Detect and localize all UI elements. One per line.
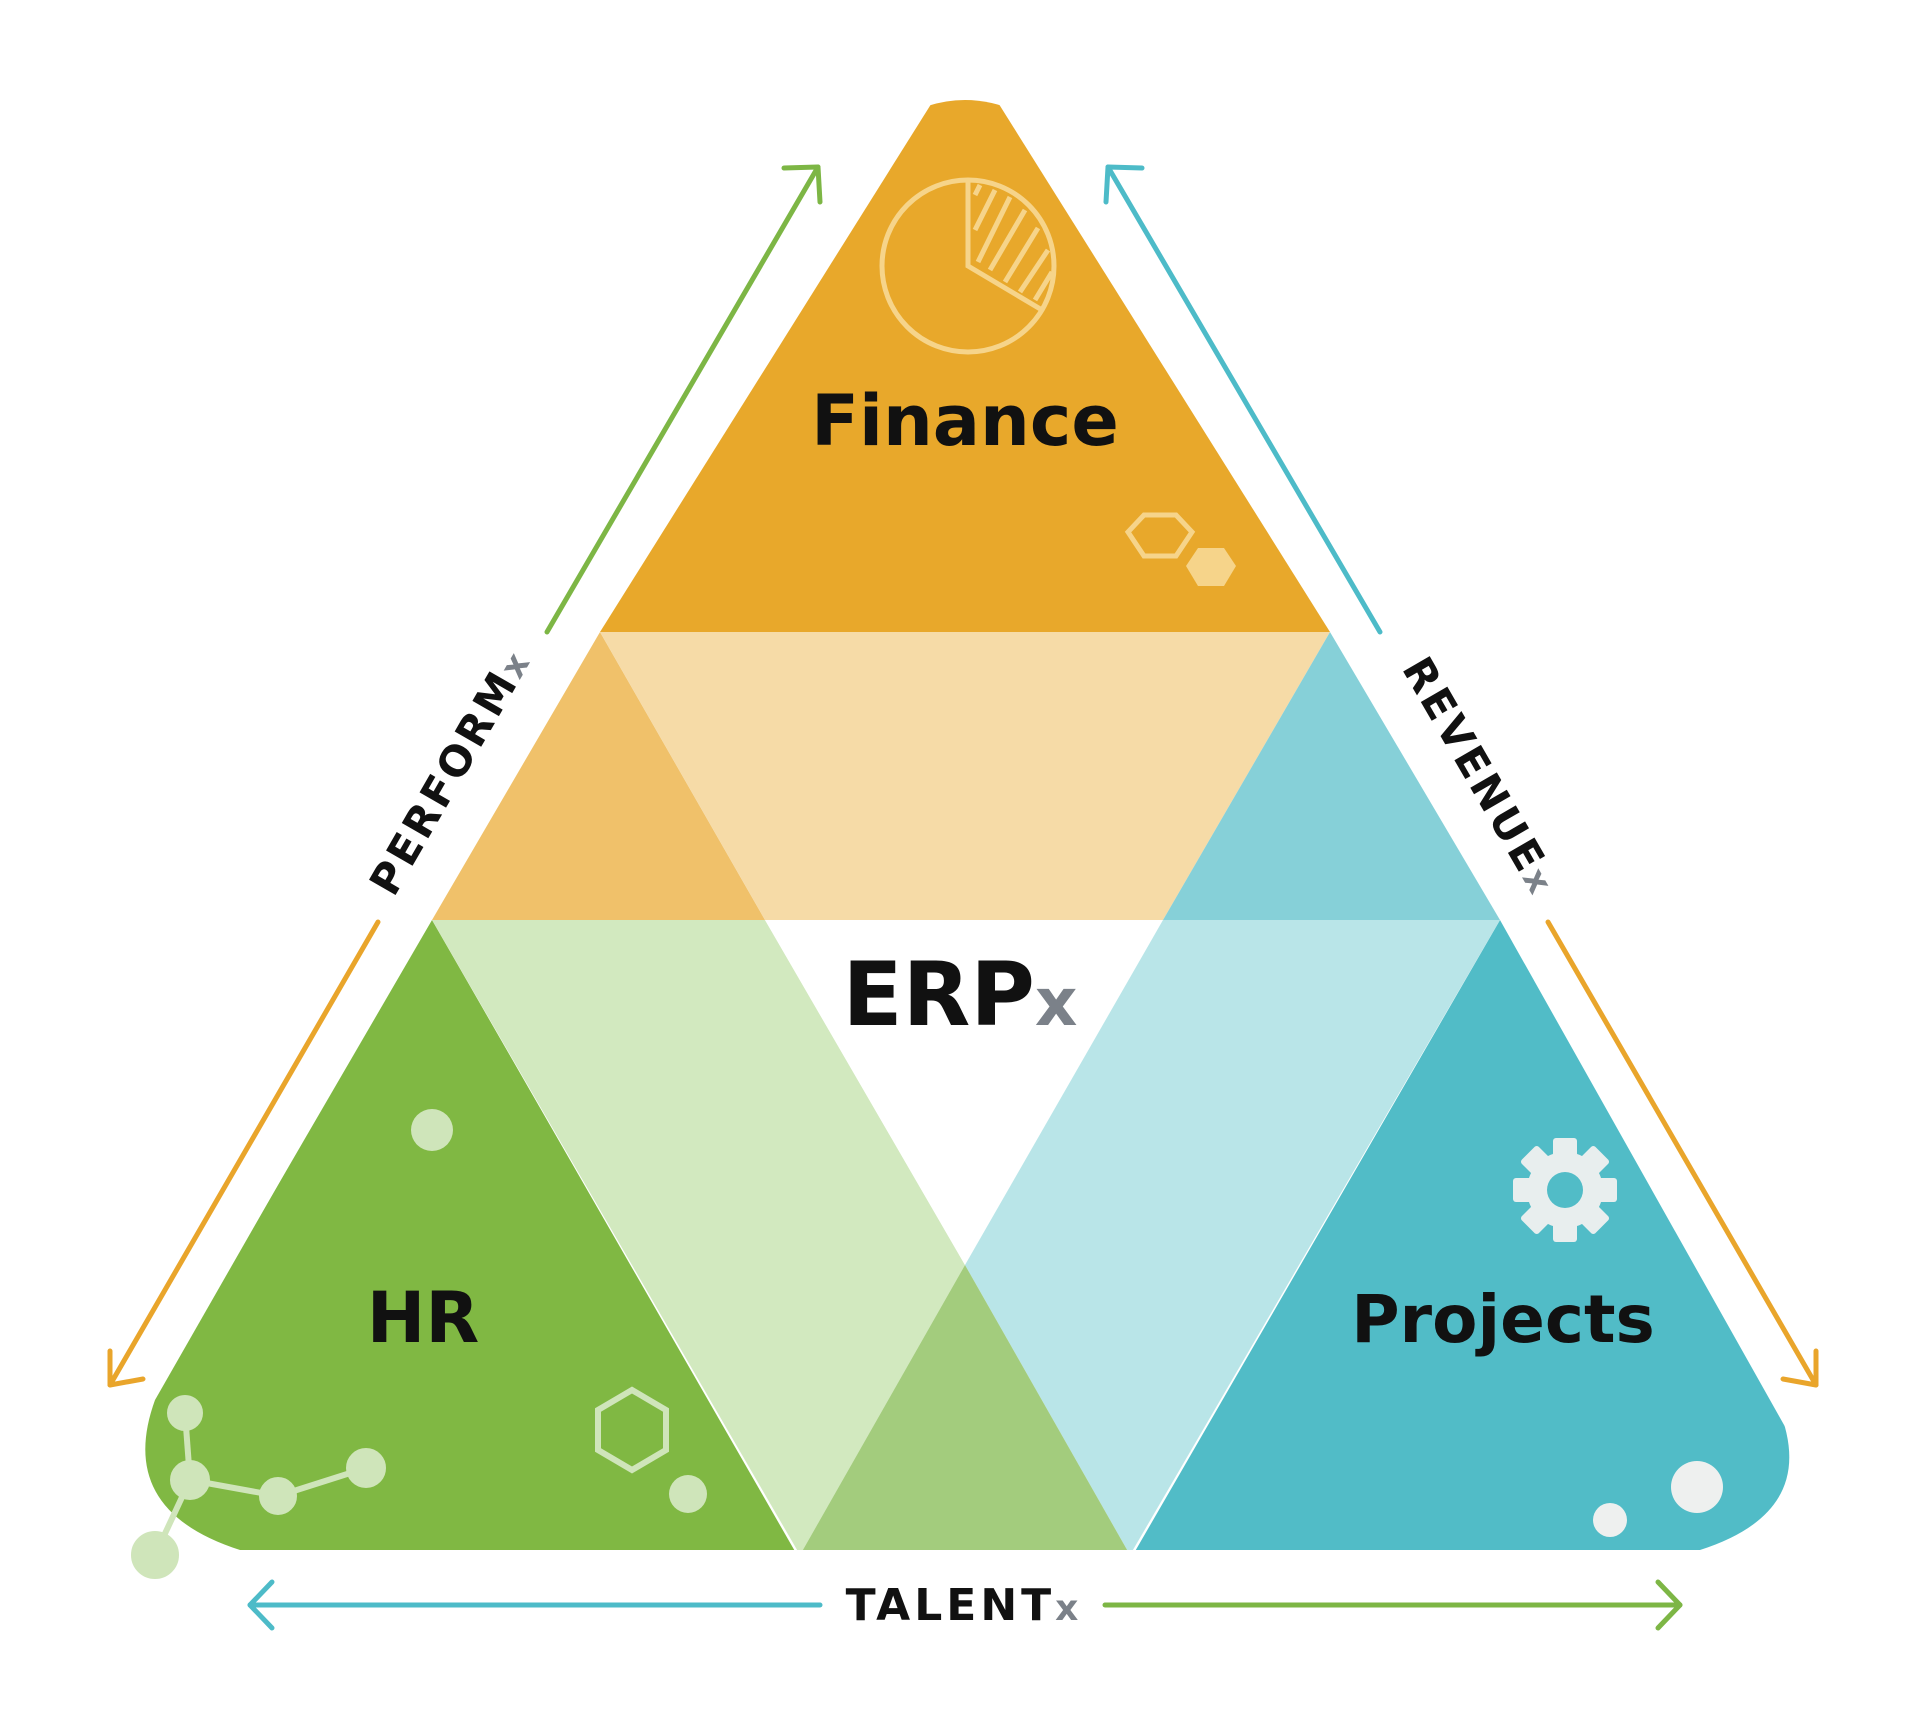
revenue-arrow: [1103, 164, 1819, 1388]
talent-label: TALENTx: [846, 1580, 1079, 1631]
pie-chart-icon: [879, 177, 1057, 355]
hr-projects-overlap: [800, 1265, 1130, 1550]
projects-region: [1130, 920, 1790, 1550]
hr-small-dot-icon: [669, 1475, 707, 1513]
erp-center-region: [765, 920, 1163, 1265]
projects-label: Projects: [1351, 1281, 1655, 1358]
hr-label: HR: [367, 1277, 480, 1359]
hexagon-icons-finance: [1124, 512, 1236, 586]
finance-label: Finance: [811, 380, 1119, 462]
finance-light-band: [600, 632, 1330, 920]
projects-small-dot-icon: [1593, 1503, 1627, 1537]
triangle-body: [145, 100, 1790, 1550]
talent-arrow: [247, 1579, 1683, 1631]
hr-dot-icon: [411, 1109, 453, 1151]
erp-center-label: ERPx: [843, 943, 1078, 1046]
gear-icon: [1513, 1138, 1617, 1242]
finance-region: [600, 100, 1330, 632]
finance-projects-overlap: [1163, 632, 1500, 920]
hr-hexagon-icon: [595, 1386, 669, 1474]
projects-light-band: [965, 920, 1500, 1550]
finance-hr-overlap: [432, 632, 765, 920]
perform-arrow: [107, 164, 823, 1388]
hr-light-band: [432, 920, 965, 1550]
network-nodes-icon: [131, 1395, 386, 1579]
projects-large-dot-icon: [1671, 1461, 1723, 1513]
